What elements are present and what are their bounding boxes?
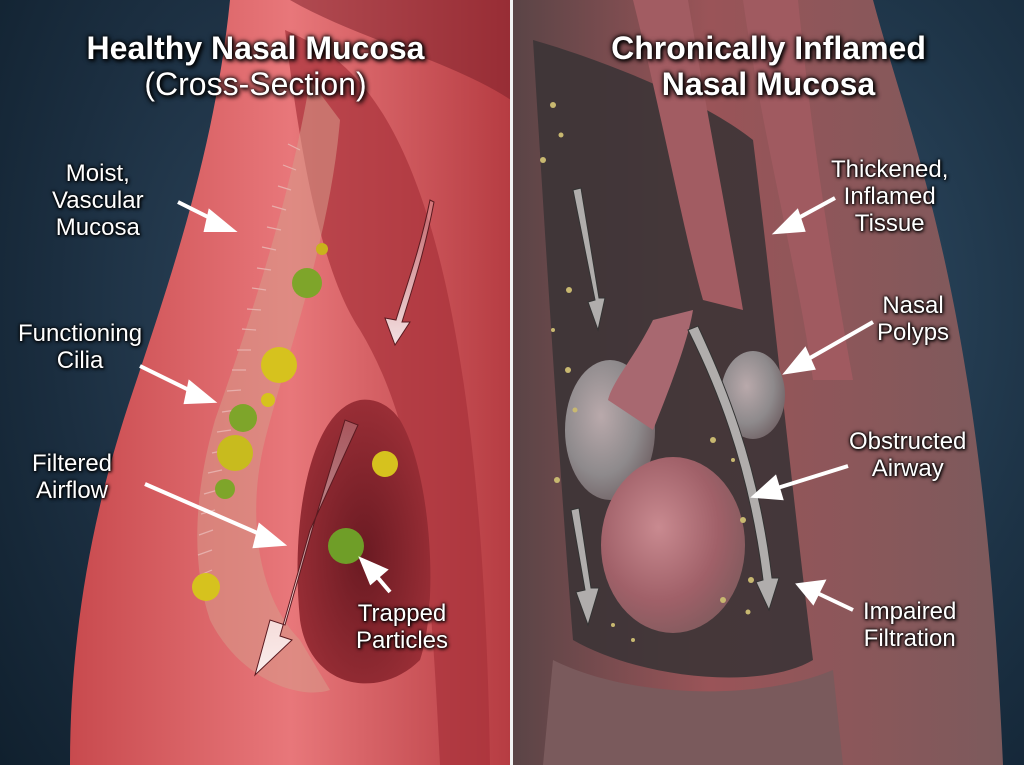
label-obstructed-airway: Obstructed Airway xyxy=(849,428,967,482)
label-functioning-cilia: Functioning Cilia xyxy=(18,320,143,374)
obstructed-flow-arrows xyxy=(570,187,780,627)
inflamed-mucosa-illustration xyxy=(513,0,1003,765)
pollen-particles xyxy=(192,243,398,601)
label-trapped-particles: Trapped Particles xyxy=(356,600,449,654)
polyp-shape xyxy=(721,351,785,439)
label-filtered-airflow: Filtered Airflow xyxy=(32,450,113,504)
healthy-panel-title: Healthy Nasal Mucosa (Cross-Section) xyxy=(86,30,425,102)
inflamed-panel-title: Chronically Inflamed Nasal Mucosa xyxy=(611,30,926,102)
healthy-mucosa-illustration xyxy=(70,0,511,765)
label-impaired-filtration: Impaired Filtration xyxy=(863,598,957,652)
label-moist-vascular-mucosa: Moist, Vascular Mucosa xyxy=(52,160,144,241)
callout-arrows xyxy=(139,200,392,594)
airflow-arrow-icon xyxy=(384,199,435,347)
label-nasal-polyps: Nasal Polyps xyxy=(877,292,950,346)
polyp-shape xyxy=(601,457,745,633)
label-thickened-inflamed-tissue: Thickened, Inflamed Tissue xyxy=(831,156,949,237)
inflamed-mucosa-panel: Chronically Inflamed Nasal Mucosa Thicke… xyxy=(513,0,1024,765)
healthy-mucosa-panel: Healthy Nasal Mucosa (Cross-Section) Moi… xyxy=(0,0,511,765)
airflow-arrow-icon xyxy=(254,419,359,677)
panel-divider xyxy=(510,0,513,765)
callout-arrows xyxy=(750,196,874,612)
